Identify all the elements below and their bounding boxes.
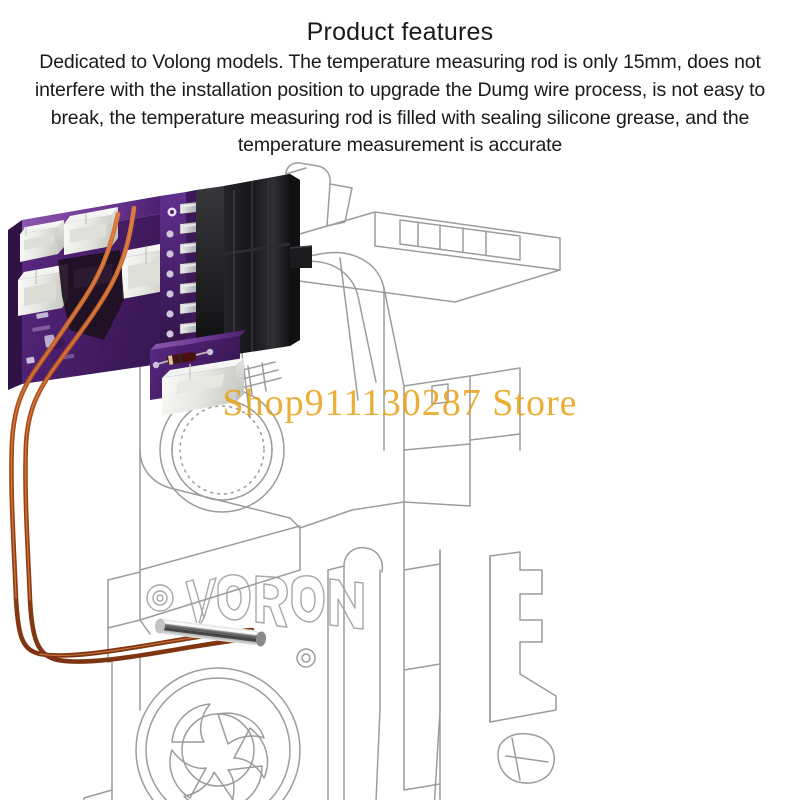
connector-latch-tab: [290, 246, 312, 268]
thermistor-wires: [9, 205, 259, 664]
pcb-axial-component: [152, 348, 214, 369]
pcb-main-face: [8, 220, 22, 390]
jst-connector-upper-left: [20, 220, 64, 262]
pcb-riser-front: [186, 190, 196, 362]
ribbon-header-shroud: [196, 186, 224, 360]
jst-connector-bottom-right: [162, 358, 244, 416]
pcb-riser-pads: [166, 207, 177, 338]
pcb-assembly: PCF THB: [8, 174, 313, 416]
temperature-probe-rod: [154, 618, 267, 647]
header-block: Product features Dedicated to Volong mod…: [0, 0, 800, 160]
pcb-lower-extension-top: [150, 330, 246, 350]
feature-description: Dedicated to Volong models. The temperat…: [34, 50, 766, 157]
page-title: Product features: [306, 18, 494, 46]
pcb-riser-face: [160, 192, 186, 364]
product-illustration: PCF THB: [0, 150, 800, 800]
ribbon-connector-face: [224, 174, 290, 356]
